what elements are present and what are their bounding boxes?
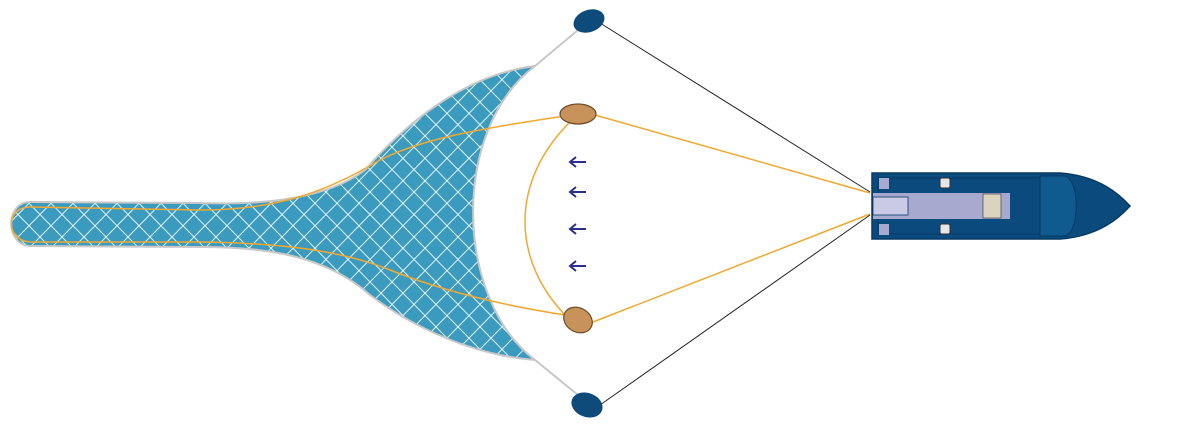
- mesh-line: [0, 0, 8, 429]
- mesh-line: [1172, 0, 1181, 429]
- otter-board-top-icon: [573, 9, 605, 33]
- mesh-line: [1128, 0, 1181, 429]
- vessel-bridge: [1039, 175, 1077, 237]
- float-top-icon: [559, 103, 597, 125]
- left-arrow-icon: [568, 186, 586, 198]
- warp-line-top: [599, 22, 871, 193]
- footrope-arc: [524, 119, 573, 319]
- float-bottom-icon: [563, 306, 593, 334]
- mesh-line: [489, 66, 535, 360]
- mesh-line: [0, 0, 8, 429]
- bridle-top: [594, 114, 871, 194]
- left-arrow-icon: [568, 260, 586, 272]
- mesh-line: [489, 66, 535, 360]
- mesh-line: [445, 66, 535, 360]
- hatch-top: [879, 178, 889, 189]
- direction-arrows: [568, 156, 586, 272]
- footrope-lines: [10, 114, 871, 323]
- winch-top-icon: [939, 177, 951, 189]
- deck-housing: [982, 193, 1002, 219]
- stern-ramp: [872, 196, 909, 216]
- net-body: [11, 66, 535, 360]
- mesh-line: [1172, 0, 1181, 429]
- warp-line-bottom: [599, 214, 871, 406]
- trawler-vessel-icon: [871, 172, 1132, 240]
- mesh-line: [1150, 0, 1181, 429]
- mesh-line: [445, 66, 535, 360]
- sweep-line-top: [534, 29, 579, 67]
- left-arrow-icon: [568, 223, 586, 235]
- left-arrow-icon: [568, 156, 586, 168]
- footrope-net-line: [10, 115, 566, 316]
- otter-board-bottom-icon: [571, 392, 603, 418]
- winch-bottom-icon: [939, 223, 951, 235]
- mesh-line: [423, 66, 535, 360]
- hatch-bottom: [879, 224, 889, 235]
- mesh-line: [423, 66, 535, 360]
- mesh-line: [1128, 0, 1181, 429]
- mesh-line: [467, 66, 535, 360]
- mesh-line: [467, 66, 535, 360]
- mesh-line: [1150, 0, 1181, 429]
- net-outline: [10, 64, 539, 362]
- bridle-bottom: [592, 213, 871, 323]
- sweep-line-bottom: [534, 359, 579, 396]
